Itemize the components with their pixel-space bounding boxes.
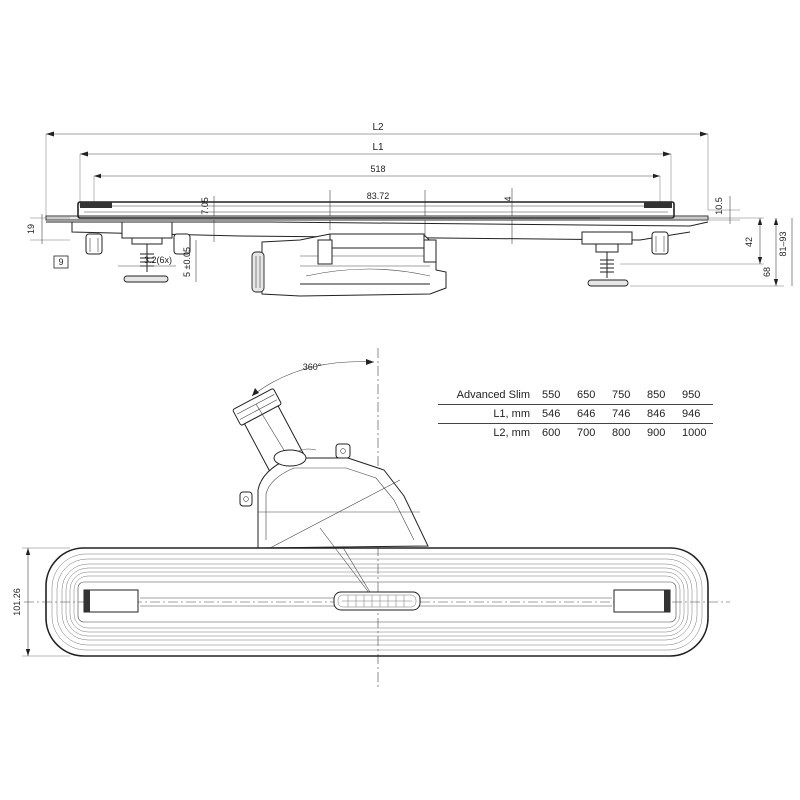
left-leveling-foot bbox=[85, 221, 191, 283]
spec-table-cell: 650 bbox=[573, 386, 608, 405]
dimension-l1-label: L1 bbox=[372, 142, 384, 153]
dimension-81-93: 81–93 bbox=[778, 218, 793, 286]
siphon-body bbox=[251, 233, 447, 297]
siphon-housing bbox=[239, 443, 429, 603]
channel-body bbox=[24, 547, 730, 657]
spec-table-header-label: Advanced Slim bbox=[438, 386, 538, 405]
dimension-l1: L1 bbox=[79, 142, 672, 206]
plan-view: 360° bbox=[12, 348, 730, 690]
spec-table-cell: 550 bbox=[538, 386, 573, 405]
spec-table-row: L2, mm 600 700 800 900 1000 bbox=[438, 424, 713, 443]
dimension-l2-label: L2 bbox=[372, 122, 384, 133]
spec-table-cell: 700 bbox=[577, 427, 596, 439]
dimension-518: 518 bbox=[93, 164, 661, 206]
spec-table-cell: 846 bbox=[643, 404, 678, 424]
spec-table-cell: 546 bbox=[538, 404, 573, 424]
spec-table-cell: 750 bbox=[608, 386, 643, 405]
spec-table-cell: 646 bbox=[573, 404, 608, 424]
side-elevation-view: L2 L1 518 83.72 4 7.05 bbox=[26, 122, 793, 297]
dimension-l2: L2 bbox=[45, 122, 709, 220]
dimension-101-26-label: 101.26 bbox=[12, 588, 22, 616]
spec-table: Advanced Slim 550 650 750 850 950 L1, mm… bbox=[438, 386, 713, 442]
dimension-3-2-label: 3.2(6x) bbox=[144, 255, 172, 265]
spec-table-header-row: Advanced Slim 550 650 750 850 950 bbox=[438, 386, 713, 405]
spec-table-cell: 746 bbox=[608, 404, 643, 424]
right-leveling-foot bbox=[581, 231, 669, 287]
dimension-68-label: 68 bbox=[762, 267, 772, 277]
dimension-9-label: 9 bbox=[58, 257, 63, 267]
dimension-4-label: 4 bbox=[503, 196, 513, 201]
spec-table-cell: 1000 bbox=[682, 427, 707, 439]
spec-table-row: L1, mm 546 646 746 846 946 bbox=[438, 404, 713, 424]
spec-table-row-label: L1, mm bbox=[438, 404, 538, 424]
spec-table-cell: 800 bbox=[612, 427, 631, 439]
dimension-68: 68 bbox=[630, 218, 784, 287]
dimension-81-93-label: 81–93 bbox=[778, 231, 788, 256]
dimension-42: 42 bbox=[600, 217, 764, 265]
spec-table-row-label: L2, mm bbox=[493, 427, 530, 439]
dimension-10-5-label: 10.5 bbox=[714, 197, 724, 215]
dimension-101-26: 101.26 bbox=[12, 547, 70, 657]
dimension-19: 19 bbox=[26, 214, 70, 244]
dimension-5: 5 ±0.05 bbox=[182, 240, 197, 282]
dimension-360-label: 360° bbox=[303, 362, 322, 372]
dimension-19-label: 19 bbox=[26, 224, 36, 234]
spec-table-cell: 600 bbox=[542, 427, 561, 439]
dimension-10-5: 10.5 bbox=[708, 196, 740, 224]
spec-table-cell: 950 bbox=[678, 386, 713, 405]
rotation-360: 360° bbox=[251, 359, 375, 397]
dimension-9: 9 bbox=[53, 255, 69, 269]
dimension-5-label: 5 ±0.05 bbox=[182, 247, 192, 277]
spec-table-cell: 900 bbox=[647, 427, 666, 439]
dimension-518-label: 518 bbox=[370, 164, 385, 174]
spec-table-cell: 850 bbox=[643, 386, 678, 405]
dimension-83-72-label: 83.72 bbox=[367, 191, 390, 201]
dimension-42-label: 42 bbox=[744, 237, 754, 247]
spec-table-cell: 946 bbox=[678, 404, 713, 424]
